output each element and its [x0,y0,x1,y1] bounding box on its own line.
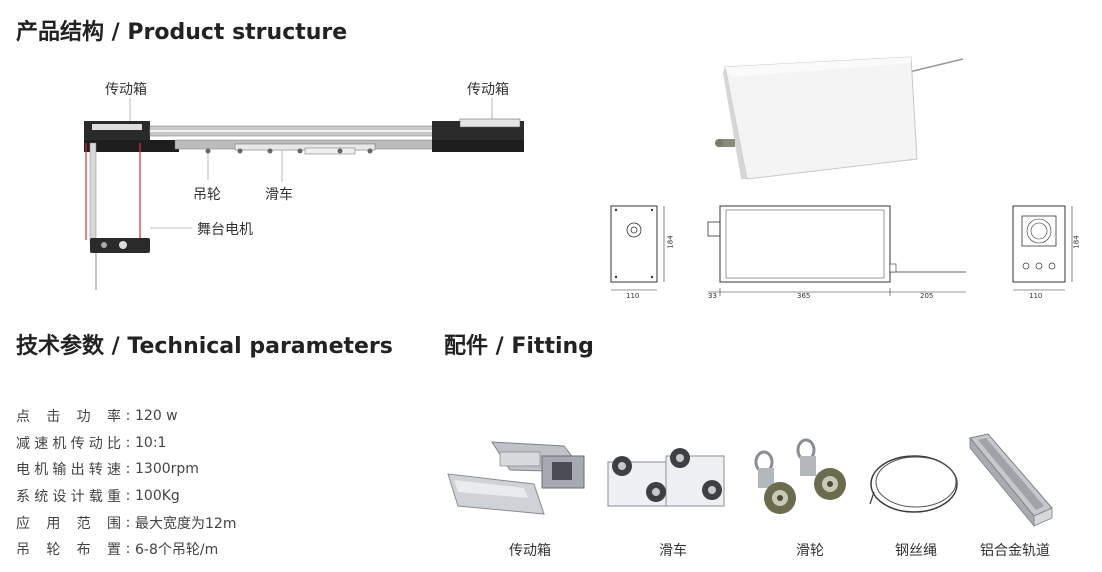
parameter-key-char: 统 [34,489,49,506]
fitting-wire-rope-image [869,455,958,513]
dim-side-a: 33 [708,292,717,300]
label-stage-motor: 舞台电机 [197,222,253,238]
parameter-separator: : [125,541,131,558]
parameter-list: 点击功率 : 120 w 减速机传动比 : 10:1 电机输出转速 : 1300… [16,403,236,563]
dim-side-b: 365 [797,292,811,300]
fitting-pulley-image [607,448,725,507]
parameter-key-char: 设 [52,489,67,506]
fitting-gearbox-image [447,441,586,515]
parameter-row: 应用范围 : 最大宽度为12m [16,509,236,536]
parameter-key-char: 围 [106,515,121,532]
parameter-key-char: 吊 [16,542,30,559]
dim-back-width: 110 [1029,292,1043,300]
parameter-value: 10:1 [135,434,167,451]
dim-back-height: 184 [1072,235,1081,249]
parameter-key-char: 电 [16,462,30,479]
parameter-row: 电机输出转速 : 1300rpm [16,456,236,483]
parameter-row: 减速机传动比 : 10:1 [16,430,236,457]
parameter-key-char: 载 [88,489,103,506]
parameter-key-char: 置 [106,542,121,559]
parameter-value: 120 w [135,408,178,425]
parameter-key-char: 传 [70,435,85,452]
parameter-key-char: 重 [106,489,121,506]
parameter-key-char: 速 [34,435,49,452]
label-gearbox-right: 传动箱 [467,82,509,98]
label-gearbox-left: 传动箱 [105,82,147,98]
parameter-value: 1300rpm [135,461,199,478]
parameter-row: 系统设计载重 : 100Kg [16,483,236,510]
parameter-separator: : [125,514,131,531]
parameter-key-char: 布 [76,542,91,559]
parameter-key-char: 机 [34,462,49,479]
parameter-key-char: 速 [106,462,121,479]
product-structure-title: 产品结构 / Product structure [16,20,348,45]
parameter-value: 6-8个吊轮/m [135,542,219,559]
parameter-value: 100Kg [135,488,180,505]
parameter-key-char: 应 [16,515,30,532]
fitting-wheel-image [754,438,846,514]
parameter-key-char: 机 [52,435,67,452]
parameter-key: 点击功率 [16,406,121,426]
parameter-key-char: 比 [106,435,121,452]
parameter-key: 吊轮布置 [16,539,121,559]
fitting-title: 配件 / Fitting [444,334,594,359]
parameter-key: 应用范围 [16,513,121,533]
parameter-key-char: 系 [16,489,30,506]
track-system-diagram [84,98,524,290]
technical-parameters-title: 技术参数 / Technical parameters [16,334,393,359]
motor-back-drawing [1012,205,1073,291]
fitting-label-gearbox: 传动箱 [509,543,551,559]
parameter-row: 点击功率 : 120 w [16,403,236,430]
parameter-key: 电机输出转速 [16,459,121,479]
label-pulley: 滑车 [265,187,293,203]
parameter-row: 吊轮布置 : 6-8个吊轮/m [16,536,236,563]
parameter-key-char: 出 [70,462,85,479]
parameter-value: 最大宽度为12m [135,515,237,532]
parameter-key-char: 用 [46,515,61,532]
parameter-separator: : [125,408,131,425]
parameter-key-char: 转 [88,462,103,479]
parameter-key-char: 轮 [46,542,61,559]
parameter-key-char: 范 [76,515,91,532]
motor-photo [715,56,964,180]
label-hanging-wheel: 吊轮 [193,187,221,203]
dim-front-width: 110 [626,292,640,300]
parameter-key-char: 输 [52,462,67,479]
motor-front-drawing [610,205,665,291]
fitting-label-wheel: 滑轮 [796,543,824,559]
fitting-aluminum-track-image [969,433,1053,528]
dim-side-c: 205 [920,292,934,300]
parameter-key-char: 减 [16,435,30,452]
parameter-key-char: 计 [70,489,85,506]
parameter-key-char: 功 [76,409,91,426]
parameter-separator: : [125,461,131,478]
parameter-key: 系统设计载重 [16,486,121,506]
parameter-separator: : [125,434,131,451]
fitting-label-pulley: 滑车 [659,543,687,559]
motor-side-drawing [707,205,966,296]
parameter-key: 减速机传动比 [16,433,121,453]
parameter-key-char: 率 [106,409,121,426]
dim-front-height: 184 [666,235,675,249]
parameter-key-char: 动 [88,435,103,452]
fitting-label-wire-rope: 钢丝绳 [895,543,937,559]
parameter-key-char: 点 [16,409,30,426]
fitting-label-aluminum-track: 铝合金轨道 [980,543,1050,559]
parameter-separator: : [125,488,131,505]
parameter-key-char: 击 [46,409,61,426]
